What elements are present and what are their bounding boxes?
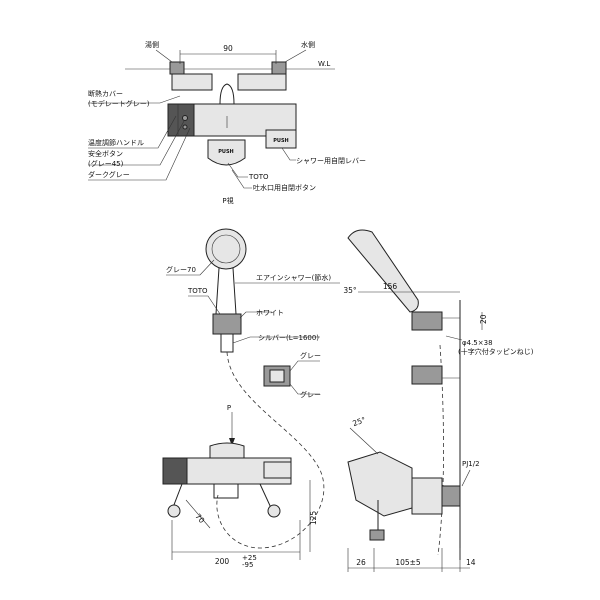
label-hose: シルバー(L=1600) bbox=[258, 334, 319, 342]
label-d200: 200 bbox=[215, 557, 230, 566]
hot-side-elbow bbox=[171, 73, 213, 91]
shower-lever bbox=[265, 129, 297, 149]
side-elbow bbox=[411, 477, 443, 515]
label-d14: 14 bbox=[466, 558, 476, 567]
spout-button bbox=[207, 139, 246, 166]
cold-side-nut bbox=[271, 61, 287, 75]
leader-toto-mid bbox=[188, 295, 221, 315]
label-p-view: P視 bbox=[222, 196, 233, 205]
leader-screw bbox=[445, 335, 463, 341]
cold-side-elbow bbox=[237, 73, 287, 91]
safety-button-dot bbox=[182, 115, 188, 121]
label-d25deg: 25° bbox=[351, 415, 367, 428]
label-insulation-cover: 断熱カバー bbox=[88, 89, 123, 98]
shower-hose-side bbox=[437, 344, 444, 556]
shower-head-front-view bbox=[166, 228, 340, 353]
holder-lower bbox=[411, 365, 443, 385]
shower-head-side bbox=[347, 229, 419, 313]
inlet-right-pipe bbox=[259, 483, 273, 511]
label-d200-tol-upper: +25 bbox=[242, 554, 257, 562]
leader-hose bbox=[232, 336, 320, 344]
leader-safety-button bbox=[88, 120, 185, 166]
temperature-handle bbox=[167, 103, 195, 137]
label-spout-button: 吐水口用自閉ボタン bbox=[253, 183, 316, 192]
label-safety-button-color: (グレー45) bbox=[88, 159, 124, 168]
shower-head-inner bbox=[211, 234, 241, 264]
label-dark-gray: ダークグレー bbox=[88, 170, 130, 179]
leader-spout-button bbox=[231, 169, 252, 189]
label-shower-lever: シャワー用自閉レバー bbox=[296, 156, 366, 165]
shower-handle bbox=[215, 267, 237, 315]
label-white: ホワイト bbox=[256, 309, 284, 317]
hose-connector bbox=[220, 334, 234, 353]
leader-shower-lever bbox=[281, 147, 296, 161]
leader-insulation-cover bbox=[88, 95, 181, 104]
label-hot-side: 湯側 bbox=[145, 40, 159, 49]
label-d90: 90 bbox=[223, 44, 233, 53]
label-push-lever: PUSH bbox=[273, 138, 289, 144]
inlet-right bbox=[267, 504, 281, 518]
leader-temp-handle bbox=[88, 115, 177, 149]
label-d35deg: 35° bbox=[343, 286, 357, 295]
leader-dark-gray bbox=[88, 127, 191, 181]
label-d156: 156 bbox=[383, 282, 398, 291]
side-nut bbox=[441, 485, 461, 507]
side-view bbox=[347, 229, 483, 572]
holder-upper bbox=[411, 311, 443, 331]
leader-cold-side bbox=[284, 49, 307, 63]
label-cold-side: 水側 bbox=[301, 40, 315, 49]
elevation-lever bbox=[263, 461, 292, 479]
label-toto-mid: TOTO bbox=[187, 287, 208, 295]
label-p-arrow: P bbox=[227, 404, 231, 412]
clip-inner bbox=[269, 369, 285, 383]
leader-hot-side bbox=[155, 49, 173, 63]
elevation-handle bbox=[162, 457, 188, 485]
drawing-labels: 湯側 水側 W.L 90 断熱カバー(モデレートグレー) 温度調節ハンドル安全ボタン(グレ… bbox=[88, 40, 534, 569]
label-gray70: グレー70 bbox=[166, 265, 196, 274]
leader-pj bbox=[461, 469, 471, 487]
label-pj: PJ1/2 bbox=[462, 460, 480, 468]
mixer-side-spout bbox=[369, 529, 385, 541]
angle-25-line bbox=[349, 427, 379, 455]
mixer-side-body bbox=[347, 451, 413, 517]
safety-button-dot-2 bbox=[182, 124, 188, 130]
dim-70-line bbox=[185, 499, 211, 529]
label-push-spout: PUSH bbox=[218, 149, 234, 155]
leader-gray70 bbox=[166, 259, 215, 276]
front-elevation-mixer bbox=[162, 412, 311, 560]
label-gray-b: グレー bbox=[300, 390, 321, 399]
shower-holder bbox=[212, 313, 242, 335]
label-d125: 125 bbox=[309, 511, 318, 526]
label-screw-note: (十字穴付タッピンねじ) bbox=[458, 347, 534, 356]
label-d105: 105±5 bbox=[395, 558, 421, 567]
label-d200-tol-lower: -95 bbox=[242, 561, 253, 569]
label-d26: 26 bbox=[356, 558, 366, 567]
label-d70: 70 bbox=[193, 512, 206, 525]
elevation-spout bbox=[213, 484, 239, 499]
label-screw: φ4.5×38 bbox=[462, 339, 493, 347]
shower-hose-path bbox=[216, 351, 325, 549]
top-view-mixer bbox=[88, 49, 335, 189]
label-temp-handle: 温度調節ハンドル bbox=[88, 138, 144, 147]
center-knob bbox=[219, 83, 235, 105]
leader-gray-a bbox=[289, 360, 320, 372]
inlet-left bbox=[167, 504, 181, 518]
label-insulation-cover-color: (モデレートグレー) bbox=[88, 99, 150, 108]
label-safety-button: 安全ボタン bbox=[88, 149, 123, 158]
leader-toto bbox=[227, 162, 248, 178]
p-arrow-head bbox=[229, 438, 235, 446]
holder-clip-detail bbox=[263, 360, 320, 395]
leader-gray-b bbox=[289, 383, 320, 395]
label-d20: 20 bbox=[479, 314, 488, 324]
label-air-shower: エアインシャワー(節水) bbox=[256, 273, 331, 282]
elevation-knob bbox=[209, 442, 245, 459]
label-toto-top: TOTO bbox=[248, 173, 269, 181]
label-water-level: W.L bbox=[318, 60, 330, 68]
label-gray-a: グレー bbox=[300, 351, 321, 360]
leader-white bbox=[239, 311, 272, 319]
hot-side-nut bbox=[169, 61, 185, 75]
